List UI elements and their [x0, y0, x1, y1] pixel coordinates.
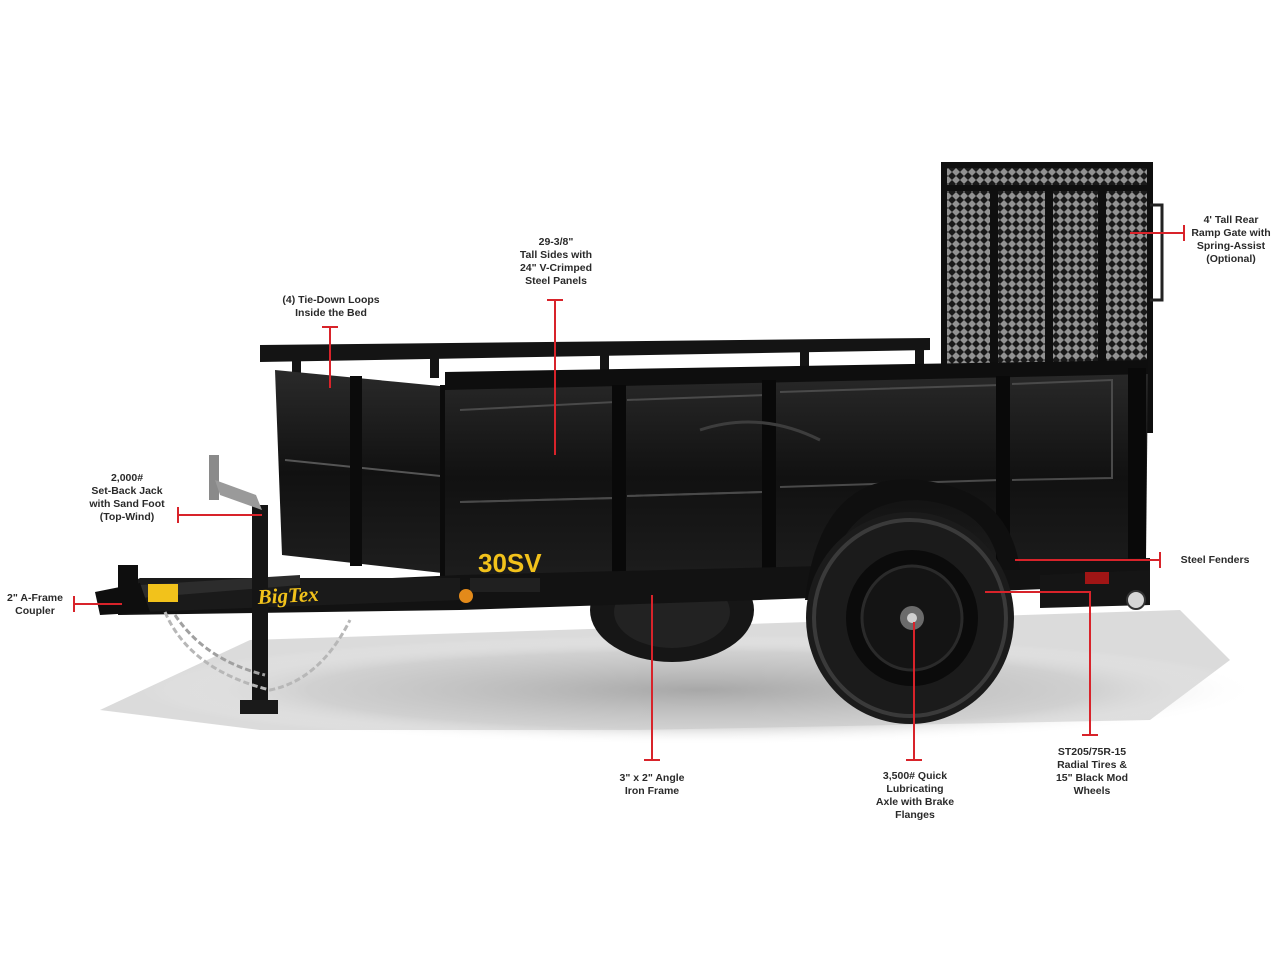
callout-fenders: Steel Fenders — [1180, 554, 1250, 566]
callout-jack: 2,000# Set-Back Jack with Sand Foot (Top… — [89, 472, 165, 523]
steel-fender — [805, 479, 1020, 600]
rear-bumper — [1040, 570, 1150, 610]
set-back-jack — [209, 455, 278, 714]
safety-chains — [163, 611, 352, 692]
front-panel — [275, 370, 461, 585]
callout-tall-sides: 29-3/8" Tall Sides with 24" V-Crimped St… — [519, 236, 593, 287]
callout-frame: 3" x 2" Angle Iron Frame — [619, 772, 685, 797]
callout-coupler: 2" A-Frame Coupler — [7, 592, 63, 617]
far-side-rail — [260, 338, 930, 380]
near-wheel — [806, 512, 1014, 724]
callout-tie-down: (4) Tie-Down Loops Inside the Bed — [282, 294, 380, 319]
model-badge: 30SV — [478, 548, 542, 578]
callout-axle: 3,500# Quick Lubricating Axle with Brake… — [875, 770, 955, 821]
leader-lines — [73, 225, 1185, 761]
side-wall — [445, 360, 1148, 590]
callout-ramp-gate: 4' Tall Rear Ramp Gate with Spring-Assis… — [1191, 214, 1271, 265]
brand-logo: BigTex — [256, 582, 319, 609]
leader-tires — [985, 591, 1091, 735]
callout-tires: ST205/75R-15 Radial Tires & 15" Black Mo… — [1055, 746, 1129, 797]
